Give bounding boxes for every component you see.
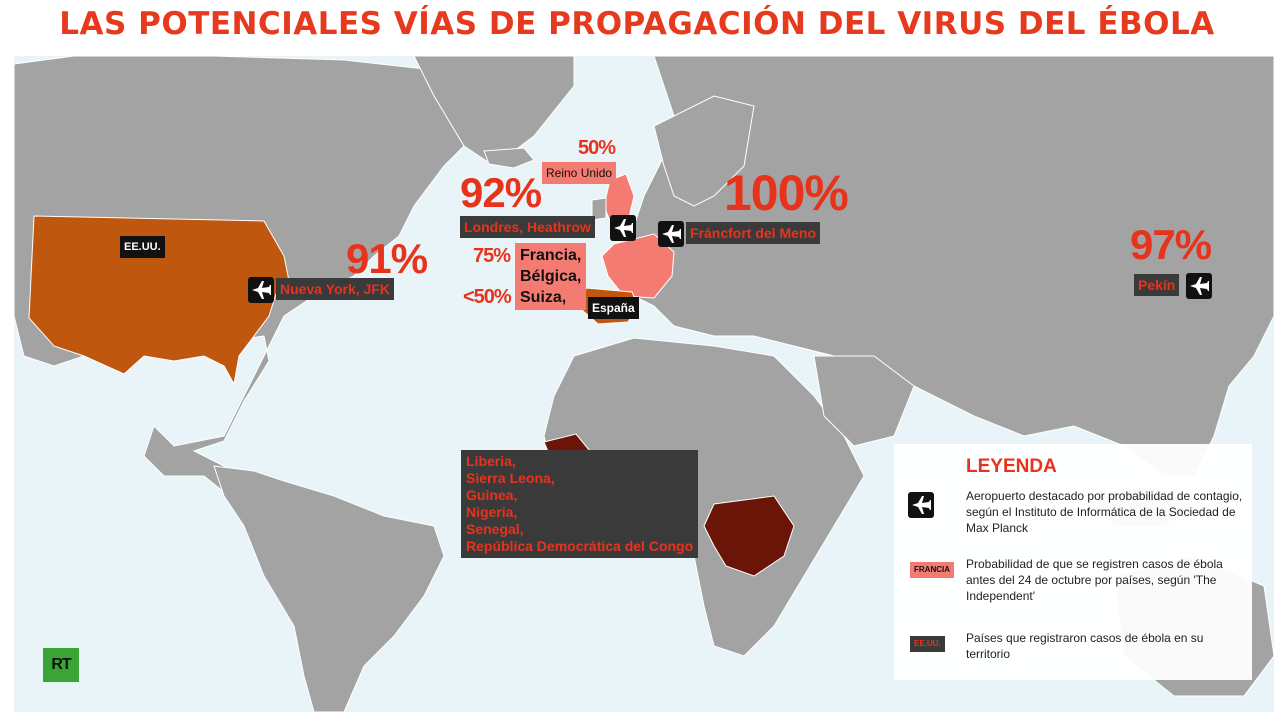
uk-label: Reino Unido [542,162,617,184]
landmass-scandinavia [653,95,755,207]
fr-countries-box: Francia, Bélgica, Suiza, [515,243,587,310]
spain-label: España [588,297,639,319]
fr-country: Suiza, [520,289,567,306]
africa-country: Liberia, [466,453,516,469]
fr-country: Francia, [520,247,582,264]
airport-pct-jfk: 91% [346,235,428,282]
airport-label-heathrow: Londres, Heathrow [460,216,595,238]
legend: LEYENDA Aeropuerto destacado por probabi… [894,444,1252,680]
fr-pct: 75% [473,245,511,267]
africa-countries-box: Liberia, Sierra Leona, Guinea, Nigeria, … [461,450,699,558]
country-dr-congo [703,495,795,577]
legend-probability-swatch: FRANCIA [910,562,954,578]
landmass-iceland [483,147,535,169]
fr-lower-pct: <50% [463,286,512,308]
airport-pct-frankfurt: 100% [724,165,849,221]
landmass-ireland [591,197,607,221]
legend-cases-swatch: EE.UU. [910,636,945,652]
landmass-arabia [813,355,915,447]
airport-label-jfk: Nueva York, JFK [276,278,394,300]
airport-plane-icon [610,215,636,241]
legend-cases-text: Países que registraron casos de ébola en… [966,631,1204,661]
landmass-south-america [213,465,445,712]
legend-plane-icon [908,492,934,518]
airport-plane-icon [658,221,684,247]
airport-plane-icon [1186,273,1212,299]
airport-label-frankfurt: Fráncfort del Meno [686,222,821,244]
africa-country: Senegal, [466,521,524,537]
legend-probability-text: Probabilidad de que se registren casos d… [966,557,1223,603]
fr-country: Bélgica, [520,268,582,285]
country-usa [28,215,290,386]
airport-pct-heathrow: 92% [460,169,542,216]
africa-country: Guinea, [466,487,518,503]
africa-country: Nigeria, [466,504,518,520]
africa-country: Sierra Leona, [466,470,555,486]
page-title: LAS POTENCIALES VÍAS DE PROPAGACIÓN DEL … [59,6,1215,42]
legend-title: LEYENDA [966,456,1057,477]
usa-label: EE.UU. [120,236,165,258]
rt-logo: RT [43,648,79,682]
legend-airport-text: Aeropuerto destacado por probabilidad de… [966,489,1243,535]
world-map [14,56,1274,712]
airport-pct-beijing: 97% [1130,221,1212,268]
airport-label-beijing: Pekín [1134,274,1180,296]
airport-plane-icon [248,277,274,303]
uk-pct: 50% [578,137,616,159]
africa-country: República Democrática del Congo [466,538,694,554]
